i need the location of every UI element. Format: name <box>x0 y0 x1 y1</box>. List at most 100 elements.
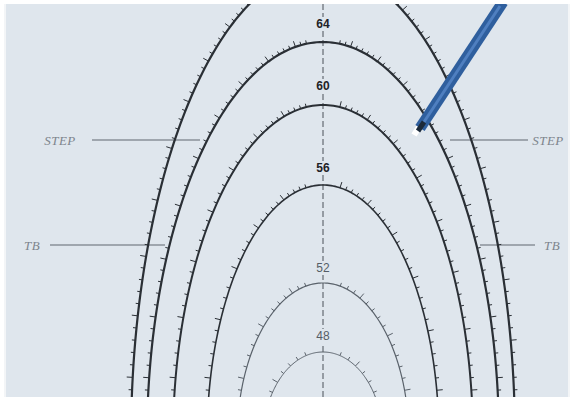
tick-mark <box>288 110 290 113</box>
tick-mark <box>480 167 486 169</box>
tick-mark <box>443 148 446 149</box>
tick-mark <box>187 282 190 284</box>
tick-mark <box>490 316 496 318</box>
tick-mark <box>469 215 472 216</box>
tick-mark <box>373 121 375 124</box>
tick-mark <box>368 381 371 383</box>
tick-mark <box>132 315 138 317</box>
tick-mark <box>398 148 401 150</box>
tick-mark <box>392 344 395 345</box>
tick-mark <box>464 118 470 120</box>
tick-mark <box>129 389 132 390</box>
tick-mark <box>357 193 359 196</box>
paper-ground <box>6 4 568 397</box>
tick-mark <box>266 126 268 129</box>
tick-mark <box>502 267 505 269</box>
tick-mark <box>440 230 443 231</box>
tick-mark <box>201 67 204 69</box>
tick-mark <box>496 232 499 234</box>
chart-arc <box>237 283 409 401</box>
tick-mark <box>505 291 508 292</box>
tick-mark <box>258 324 263 327</box>
tick-mark <box>416 287 419 288</box>
tick-mark <box>465 204 471 206</box>
tick-mark <box>184 185 187 186</box>
tick-mark <box>160 269 163 271</box>
tick-mark <box>199 148 202 149</box>
tick-mark <box>345 105 346 108</box>
tick-mark <box>175 128 178 129</box>
tick-mark <box>486 188 489 190</box>
tick-mark <box>181 195 184 196</box>
tick-mark <box>433 211 436 212</box>
tick-mark <box>239 81 244 85</box>
tick-mark <box>437 219 443 221</box>
reference-label: STEP <box>530 133 566 148</box>
tick-mark <box>305 184 306 187</box>
tick-mark <box>463 317 466 319</box>
tick-mark <box>277 117 279 120</box>
tick-mark <box>170 377 176 379</box>
tick-mark <box>132 339 135 340</box>
tick-mark <box>220 307 223 309</box>
tick-mark <box>428 330 434 331</box>
tick-mark <box>388 136 391 138</box>
tick-mark <box>148 352 151 353</box>
tick-mark <box>456 282 459 284</box>
tick-mark <box>405 258 408 259</box>
tick-mark <box>407 13 410 15</box>
tick-mark <box>461 109 464 110</box>
tick-mark <box>455 176 458 177</box>
tick-mark <box>206 220 209 221</box>
tick-mark <box>496 365 499 366</box>
tick-mark <box>348 357 350 360</box>
tick-mark <box>351 108 352 111</box>
tick-mark <box>184 293 187 295</box>
tick-mark <box>353 290 355 293</box>
tick-mark <box>480 258 486 259</box>
tick-mark <box>419 297 422 298</box>
tick-mark <box>378 213 381 215</box>
tick-mark <box>472 225 475 227</box>
tick-mark <box>508 315 511 316</box>
tick-mark <box>437 389 443 391</box>
tick-mark <box>412 19 415 21</box>
tick-mark <box>152 199 158 200</box>
tick-mark <box>199 240 202 241</box>
tick-mark <box>175 204 181 206</box>
step-line <box>92 139 200 141</box>
tick-mark <box>283 48 285 51</box>
tick-mark <box>451 166 454 167</box>
tick-mark <box>485 281 488 283</box>
tick-mark <box>416 25 419 27</box>
tick-mark <box>425 318 428 320</box>
tick-mark <box>297 286 299 289</box>
tick-mark <box>340 283 341 286</box>
tick-mark <box>158 281 161 283</box>
tick-mark <box>202 230 205 231</box>
tick-mark <box>403 154 406 156</box>
tick-mark <box>340 101 341 107</box>
tick-mark <box>420 31 423 33</box>
tick-mark <box>483 178 486 180</box>
tick-mark <box>387 333 392 336</box>
tick-mark <box>236 13 239 15</box>
tick-mark <box>514 389 517 390</box>
tick-mark <box>246 241 249 243</box>
tick-mark <box>422 109 425 111</box>
pencil <box>414 2 503 135</box>
tick-mark <box>458 293 461 295</box>
tick-mark <box>489 304 492 306</box>
tick-mark <box>149 340 152 341</box>
tick-mark <box>240 154 243 156</box>
tick-mark <box>154 304 157 306</box>
tick-mark <box>277 51 279 54</box>
tick-mark <box>147 232 150 234</box>
tick-mark <box>227 287 230 288</box>
tick-mark <box>366 302 369 304</box>
tick-mark <box>392 232 397 235</box>
tick-mark <box>305 352 306 355</box>
tick-mark <box>177 317 183 318</box>
